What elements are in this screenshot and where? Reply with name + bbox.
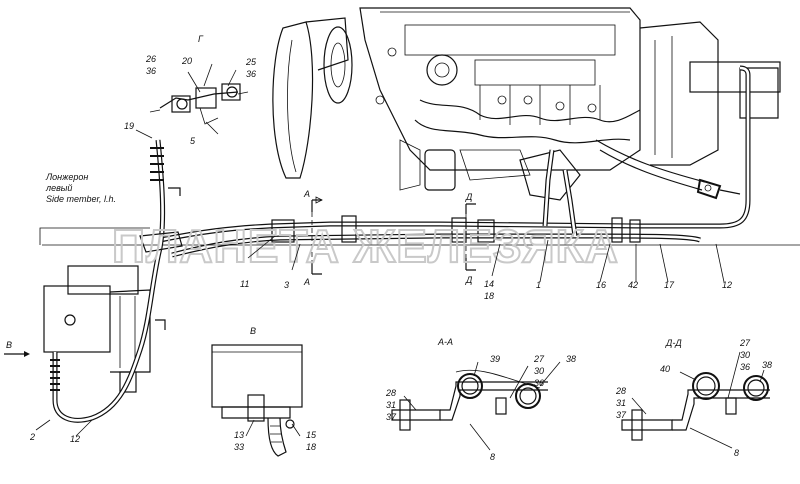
- fuel-line-main: [159, 65, 751, 258]
- callout-13: 13: [234, 430, 244, 440]
- side-member-outline: [39, 227, 150, 245]
- section-letter-d-top: Д: [465, 192, 473, 202]
- callout-33: 33: [234, 442, 244, 452]
- callout-5: 5: [190, 136, 196, 146]
- callout-31-dd: 31: [616, 398, 626, 408]
- callout-20: 20: [181, 56, 192, 66]
- side-member-label-ru-2: левый: [45, 183, 72, 193]
- callout-8-aa: 8: [490, 452, 495, 462]
- section-mark-a: А А: [303, 189, 323, 287]
- callout-25: 25: [245, 57, 257, 67]
- callout-14: 14: [484, 279, 494, 289]
- section-aa-title: А-А: [437, 337, 453, 347]
- callout-16: 16: [596, 280, 606, 290]
- view-g-title: Г: [198, 34, 204, 44]
- callout-36-left: 36: [146, 66, 156, 76]
- callout-36-dd: 36: [740, 362, 750, 372]
- callout-2: 2: [29, 432, 35, 442]
- callout-28-aa: 28: [385, 388, 396, 398]
- callout-28-dd: 28: [615, 386, 626, 396]
- section-letter-a-bottom: А: [303, 277, 310, 287]
- watermark-text: ПЛАНЕТА ЖЕЛЕЗЯКА: [112, 220, 619, 272]
- section-dd-title: Д-Д: [665, 338, 682, 348]
- callout-27-aa: 27: [533, 354, 545, 364]
- callout-30-aa: 30: [534, 366, 544, 376]
- section-mark-d: Д Д: [465, 192, 476, 285]
- engine-block-icon: [272, 7, 781, 201]
- view-v-direction-arrow: В: [4, 340, 30, 357]
- callout-37-dd: 37: [616, 410, 627, 420]
- side-member-label-ru-1: Лонжерон: [45, 172, 88, 182]
- view-v-inset: [211, 344, 303, 457]
- callout-30-dd: 30: [740, 350, 750, 360]
- callout-40: 40: [660, 364, 670, 374]
- callout-42: 42: [628, 280, 638, 290]
- callout-39: 39: [490, 354, 500, 364]
- side-member-label-en: Side member, l.h.: [46, 194, 116, 204]
- section-letter-d-bottom: Д: [465, 275, 473, 285]
- callout-11: 11: [240, 279, 249, 289]
- callout-12-left: 12: [70, 434, 80, 444]
- section-dd-detail: [621, 372, 770, 441]
- callout-36-aa: 36: [534, 378, 544, 388]
- callout-3: 3: [284, 280, 289, 290]
- callout-37-aa: 37: [386, 412, 397, 422]
- callout-38-dd: 38: [762, 360, 772, 370]
- callout-31-aa: 31: [386, 400, 396, 410]
- callout-36-right: 36: [246, 69, 256, 79]
- callout-12-right: 12: [722, 280, 732, 290]
- callout-1: 1: [536, 280, 541, 290]
- callout-27-dd: 27: [739, 338, 751, 348]
- fuel-filter-icon: [43, 139, 183, 423]
- section-letter-a-top: А: [303, 189, 310, 199]
- callout-19: 19: [124, 121, 134, 131]
- callout-17: 17: [664, 280, 675, 290]
- callout-26: 26: [145, 54, 156, 64]
- section-aa-detail: [391, 369, 548, 431]
- callout-15: 15: [306, 430, 317, 440]
- leader-lines: [35, 63, 765, 451]
- callout-18-v: 18: [306, 442, 316, 452]
- callout-18: 18: [484, 291, 494, 301]
- view-v-arrow-letter: В: [6, 340, 12, 350]
- view-v-title: В: [250, 326, 256, 336]
- view-g-inset: [149, 71, 249, 125]
- callout-8-dd: 8: [734, 448, 739, 458]
- callout-38-aa: 38: [566, 354, 576, 364]
